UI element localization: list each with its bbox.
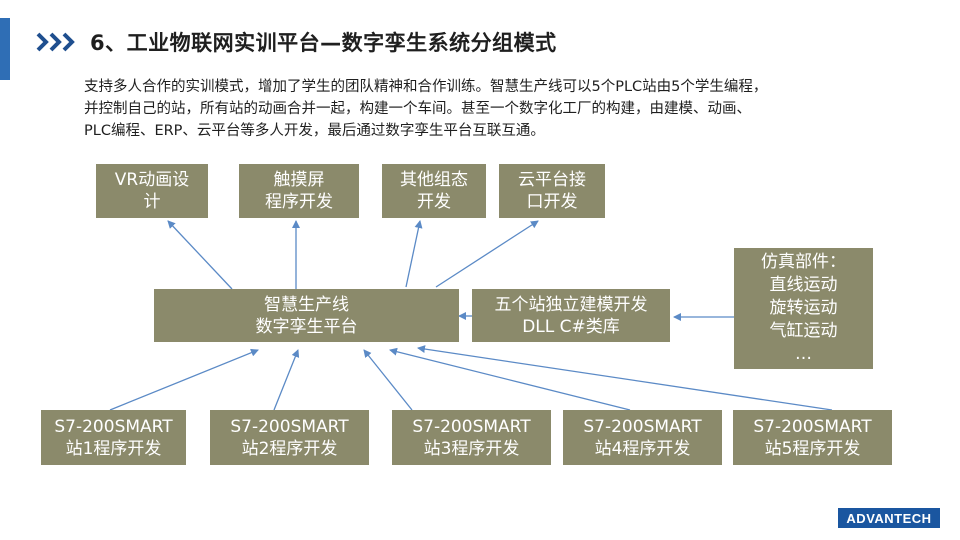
- box-sim-components: 仿真部件： 直线运动 旋转运动 气缸运动 …: [734, 248, 873, 369]
- arrow-st5: [417, 345, 833, 411]
- box-line: 旋转运动: [769, 298, 838, 318]
- box-digital-twin-platform: 智慧生产线 数字孪生平台: [154, 289, 459, 342]
- box-line: S7-200SMART: [412, 416, 531, 437]
- box-vr-design: VR动画设 计: [96, 164, 208, 218]
- page-title: 6、工业物联网实训平台—数字孪生系统分组模式: [90, 31, 557, 55]
- box-station-1: S7-200SMART 站1程序开发: [41, 410, 186, 465]
- box-line: 其他组态: [400, 170, 468, 190]
- box-line: 开发: [417, 192, 451, 212]
- box-hmi-dev: 触摸屏 程序开发: [239, 164, 359, 218]
- arrow-st2: [273, 349, 300, 411]
- box-line: 程序开发: [265, 192, 333, 212]
- box-station-4: S7-200SMART 站4程序开发: [563, 410, 722, 465]
- box-line: VR动画设: [114, 170, 190, 190]
- box-line: 站1程序开发: [65, 438, 162, 459]
- arrow-st4: [389, 347, 631, 411]
- box-line: …: [795, 344, 812, 364]
- chevrons-icon: [36, 32, 75, 52]
- advantech-logo: ADVANTECH: [838, 508, 940, 528]
- box-cloud-interface: 云平台接 口开发: [499, 164, 605, 218]
- box-line: 站4程序开发: [594, 438, 691, 459]
- arrow-st1: [109, 348, 259, 411]
- box-line: 仿真部件：: [761, 252, 846, 272]
- intro-line: 支持多人合作的实训模式，增加了学生的团队精神和合作训练。智慧生产线可以5个PLC…: [84, 79, 768, 95]
- arrow-to-cloud: [435, 220, 539, 288]
- box-line: 触摸屏: [273, 170, 325, 190]
- accent-bar: [0, 18, 10, 80]
- box-line: 口开发: [526, 192, 578, 212]
- intro-text: 支持多人合作的实训模式，增加了学生的团队精神和合作训练。智慧生产线可以5个PLC…: [84, 76, 934, 142]
- box-station-2: S7-200SMART 站2程序开发: [210, 410, 369, 465]
- box-line: 站2程序开发: [241, 438, 338, 459]
- box-station-modeling: 五个站独立建模开发 DLL C#类库: [472, 289, 670, 342]
- box-line: 气缸运动: [769, 321, 838, 341]
- box-scada-dev: 其他组态 开发: [382, 164, 486, 218]
- box-line: S7-200SMART: [54, 416, 173, 437]
- box-line: 数字孪生平台: [255, 316, 358, 337]
- box-line: 云平台接: [518, 170, 586, 190]
- intro-line: PLC编程、ERP、云平台等多人开发，最后通过数字孪生平台互联互通。: [84, 123, 545, 139]
- box-line: S7-200SMART: [230, 416, 349, 437]
- box-line: 计: [143, 192, 161, 212]
- box-line: 站5程序开发: [764, 438, 861, 459]
- box-line: S7-200SMART: [583, 416, 702, 437]
- box-line: 五个站独立建模开发: [494, 294, 648, 315]
- arrow-st3: [363, 349, 413, 411]
- arrow-to-vr: [167, 220, 233, 290]
- intro-line: 并控制自己的站，所有站的动画合并一起，构建一个车间。甚至一个数字化工厂的构建，由…: [84, 101, 751, 117]
- arrow-to-scada: [405, 220, 423, 288]
- box-line: DLL C#类库: [522, 316, 620, 337]
- box-line: S7-200SMART: [753, 416, 872, 437]
- box-line: 直线运动: [769, 275, 838, 295]
- box-line: 智慧生产线: [264, 294, 349, 315]
- box-station-3: S7-200SMART 站3程序开发: [392, 410, 551, 465]
- box-station-5: S7-200SMART 站5程序开发: [733, 410, 892, 465]
- box-line: 站3程序开发: [423, 438, 520, 459]
